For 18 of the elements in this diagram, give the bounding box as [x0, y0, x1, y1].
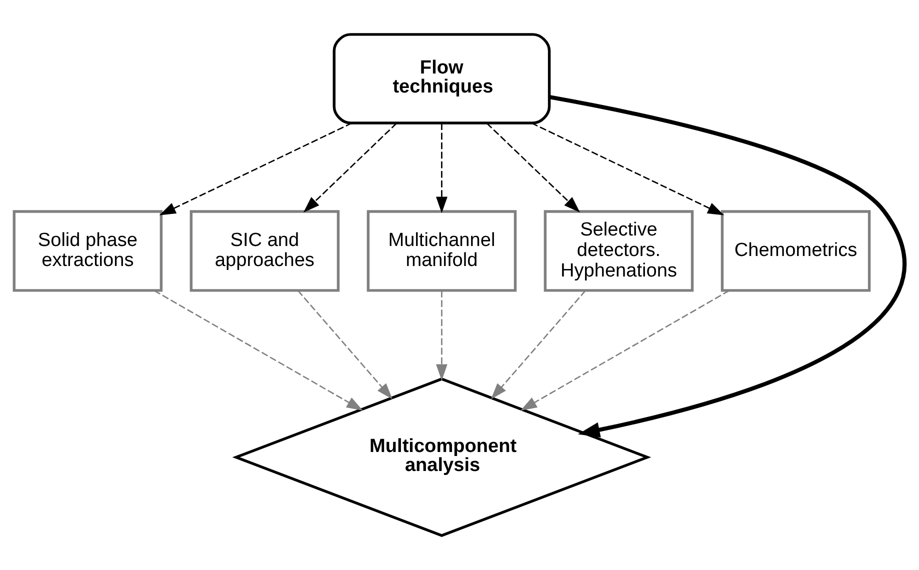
arrow	[490, 290, 586, 400]
node-box: Chemometrics	[720, 210, 871, 292]
arrow	[549, 95, 906, 438]
arrow	[303, 122, 398, 212]
arrow	[154, 290, 363, 411]
node-box: Multichannel manifold	[366, 210, 517, 292]
arrow	[520, 290, 730, 411]
arrow	[159, 122, 352, 216]
node-box: Flow techniques	[332, 33, 551, 124]
arrow	[486, 122, 580, 212]
node-box: Solid phase extractions	[12, 210, 163, 292]
arrow	[436, 123, 448, 214]
node-box: Selective detectors. Hyphenations	[544, 210, 694, 292]
node-box: SIC and approaches	[190, 210, 340, 292]
arrow	[531, 122, 724, 216]
node-diamond: Multicomponent analysis	[232, 378, 652, 538]
arrow	[436, 290, 448, 381]
arrow	[297, 290, 392, 400]
